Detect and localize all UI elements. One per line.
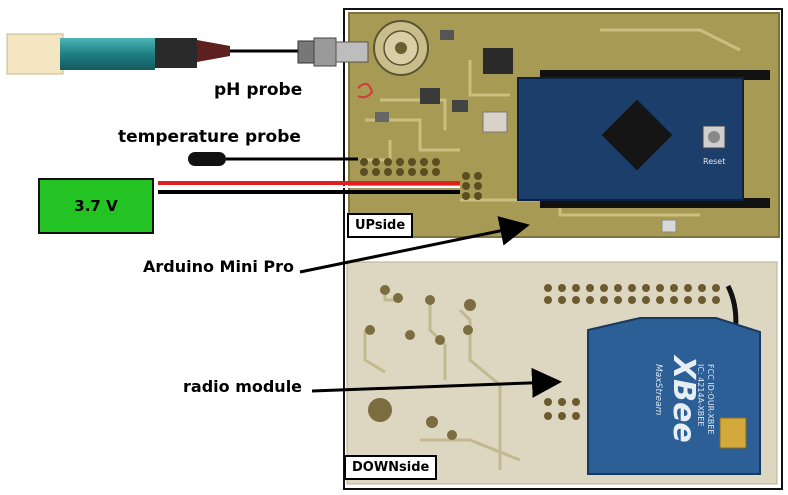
maxstream-text: MaxStream	[653, 364, 663, 416]
upside-label: UPside	[347, 213, 414, 238]
arduino-arrow	[299, 216, 530, 274]
arduino-label: Arduino Mini Pro	[143, 257, 295, 276]
radio-module-label: radio module	[183, 377, 303, 396]
ph-probe-assembly	[6, 33, 369, 75]
reset-label: Reset	[703, 157, 725, 166]
fcc-id-text: FCC ID:OUR-XBEE	[706, 364, 715, 434]
temperature-sensor	[188, 152, 226, 166]
ph-probe-tip	[6, 33, 64, 75]
temperature-probe-label: temperature probe	[118, 127, 301, 147]
temperature-probe-assembly	[188, 152, 358, 166]
ph-probe-cap	[155, 38, 197, 68]
bnc-plug	[313, 37, 337, 67]
ic-id-text: IC: 4214A-XBEE	[696, 364, 705, 426]
battery: 3.7 V	[38, 178, 154, 234]
upside-board: Reset	[348, 12, 780, 238]
downside-label: DOWNside	[344, 455, 438, 480]
ph-probe-body	[60, 38, 155, 70]
battery-wires	[158, 181, 460, 194]
downside-board: XBee FCC ID:OUR-XBEE IC: 4214A-XBEE MaxS…	[346, 261, 778, 485]
xbee-radio-module	[587, 317, 761, 475]
ic-chip	[483, 48, 513, 74]
battery-voltage-label: 3.7 V	[74, 197, 118, 215]
radio-arrow	[311, 367, 562, 398]
xbee-brand-text: XBee	[666, 354, 701, 443]
ph-probe-label: pH probe	[214, 80, 303, 100]
